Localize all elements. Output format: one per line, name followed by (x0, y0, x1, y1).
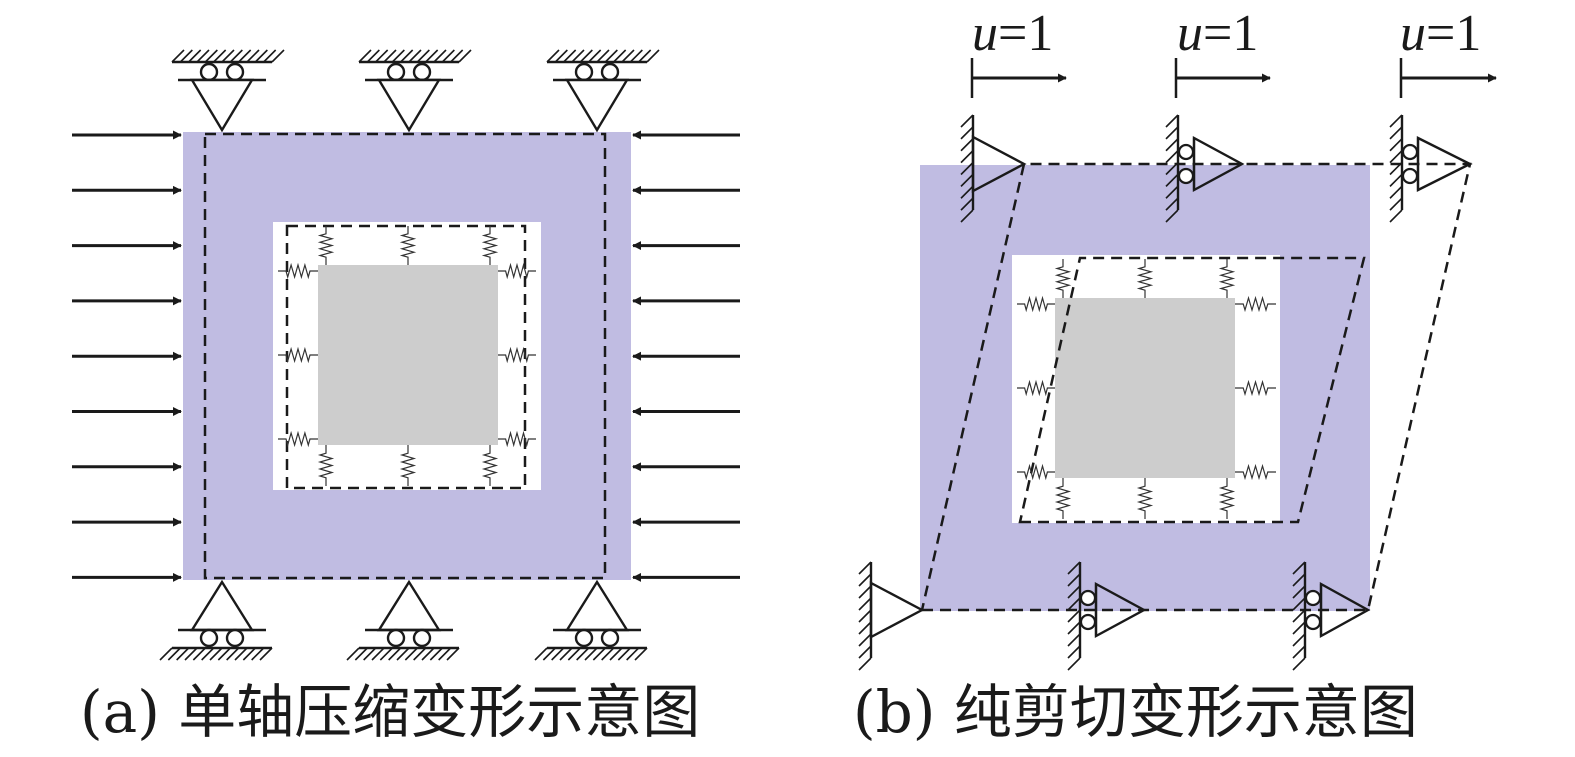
spring-top-2 (399, 226, 417, 265)
panel-b-diagram: u=1 u=1 u=1 (858, 5, 1497, 671)
panel-b-deformed-inner-outline (1018, 256, 1366, 524)
displacement-arrow-1 (970, 58, 1067, 98)
roller-support-bottom (534, 579, 648, 661)
spring-top-2 (1136, 259, 1154, 298)
spring-left-3 (278, 430, 318, 448)
spring-bottom-3 (1218, 478, 1236, 519)
panel-a-roller-supports (159, 49, 660, 661)
roller-support-bottom (346, 579, 460, 661)
panel-b-interface-springs (1017, 259, 1276, 519)
spring-bottom-1 (1054, 478, 1072, 519)
spring-bottom-2 (399, 445, 417, 486)
displacement-label-1: u=1 (972, 5, 1053, 62)
panel-a-caption: (a) 单轴压缩变形示意图 (80, 678, 701, 746)
panel-a-diagram (72, 49, 740, 661)
spring-top-1 (317, 226, 335, 265)
roller-support-top-right (1389, 114, 1473, 223)
spring-top-3 (1218, 259, 1236, 298)
spring-bottom-2 (1136, 478, 1154, 519)
spring-left-2 (278, 346, 318, 364)
pin-support-top-left (960, 114, 1027, 223)
roller-support-bottom-middle (1067, 561, 1147, 671)
panel-b-supports (858, 114, 1473, 671)
roller-support-top-middle (1165, 114, 1245, 223)
spring-right-2 (498, 346, 536, 364)
panel-b-caption: (b) 纯剪切变形示意图 (853, 678, 1418, 746)
displacement-label-3: u=1 (1400, 5, 1481, 62)
panel-b-inclusion (1055, 298, 1235, 478)
panel-b-displacement-arrows (970, 58, 1497, 98)
spring-right-1 (1235, 295, 1276, 313)
spring-left-3 (1017, 463, 1055, 481)
panel-a-deformed-outer-outline (203, 132, 607, 580)
pin-support-bottom-left (858, 561, 925, 671)
displacement-arrow-3 (1399, 58, 1497, 98)
spring-right-1 (498, 262, 536, 280)
displacement-arrow-2 (1174, 58, 1271, 98)
roller-support-top (358, 49, 472, 133)
spring-top-3 (481, 226, 499, 265)
panel-a-interface-springs (278, 226, 536, 486)
spring-left-1 (1017, 295, 1055, 313)
roller-support-bottom-right (1292, 561, 1371, 671)
spring-right-3 (498, 430, 536, 448)
panel-a-inclusion (318, 265, 498, 445)
spring-left-2 (1017, 379, 1055, 397)
spring-right-3 (1235, 463, 1276, 481)
spring-top-1 (1054, 259, 1072, 298)
roller-support-bottom (159, 579, 273, 661)
panel-a-compression-arrows (72, 130, 740, 582)
roller-support-top (546, 49, 660, 133)
spring-bottom-1 (317, 445, 335, 486)
spring-right-2 (1235, 379, 1276, 397)
displacement-label-2: u=1 (1177, 5, 1258, 62)
spring-bottom-3 (481, 445, 499, 486)
spring-left-1 (278, 262, 318, 280)
roller-support-top (171, 49, 285, 133)
